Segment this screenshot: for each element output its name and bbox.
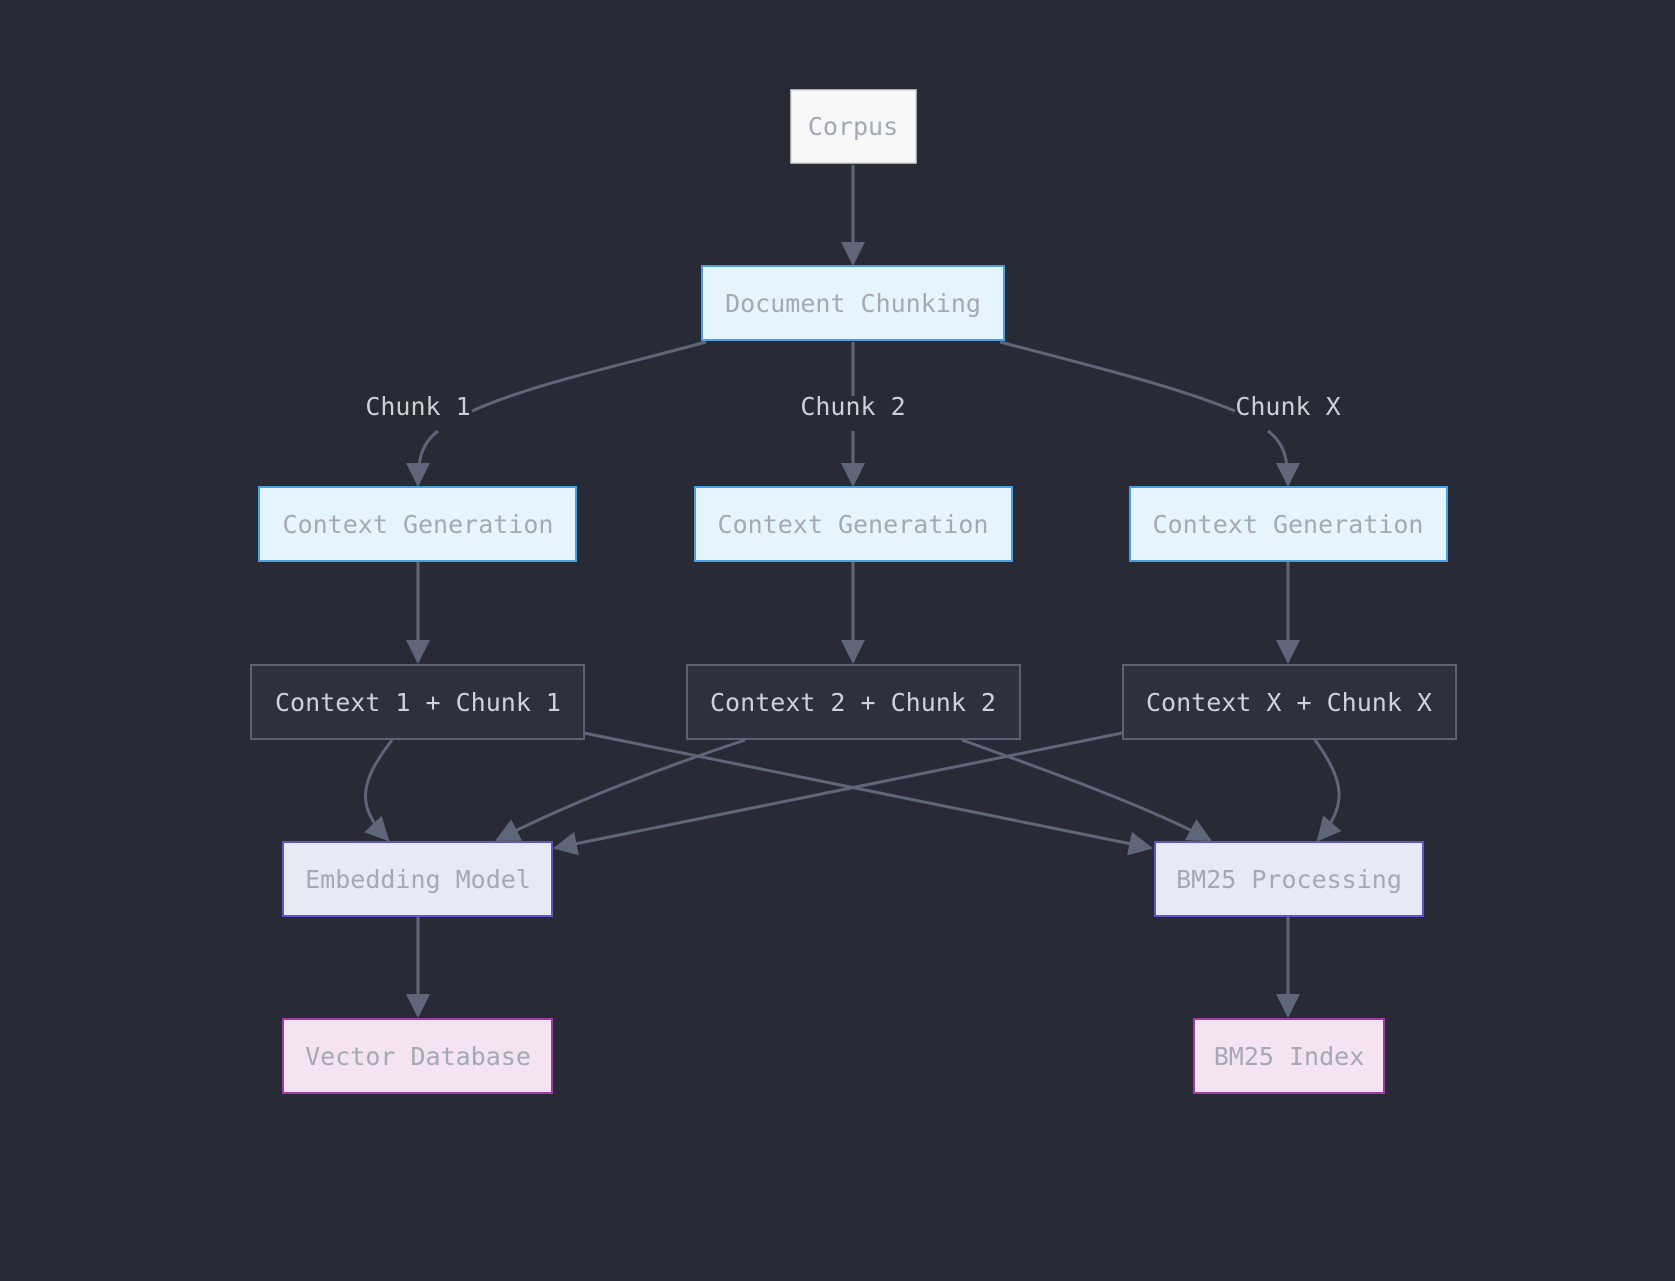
- node-label: Vector Database: [305, 1042, 531, 1071]
- edge-cc1-to-embedding: [364, 739, 394, 842]
- node-label: Context Generation: [1153, 510, 1424, 539]
- node-box: [282, 841, 553, 917]
- edge-label-chunk-x: Chunk X: [1235, 392, 1340, 421]
- edge-ccx-to-embedding: [553, 731, 1123, 856]
- edge-chunking-to-chunk1-label: [471, 340, 707, 413]
- node-label: Context 1 + Chunk 1: [275, 688, 561, 717]
- node-box: [282, 1018, 553, 1094]
- node-context-generation-1[interactable]: Context Generation: [258, 486, 577, 562]
- edge-labels: Chunk 1 Chunk 2 Chunk X: [365, 392, 1340, 421]
- edge-chunk1-label-to-ctxgen1: [406, 429, 439, 487]
- node-label: Context Generation: [283, 510, 554, 539]
- edge-cc2-to-bm25proc: [961, 738, 1212, 842]
- node-box: [1129, 486, 1448, 562]
- node-context-2-chunk-2[interactable]: Context 2 + Chunk 2: [686, 664, 1021, 740]
- node-label: Document Chunking: [725, 289, 981, 318]
- node-box: [790, 89, 917, 164]
- edge-label-chunk-2: Chunk 2: [800, 392, 905, 421]
- node-embedding-model[interactable]: Embedding Model: [282, 841, 553, 917]
- node-bm25-processing[interactable]: BM25 Processing: [1154, 841, 1424, 917]
- edge-cc2-to-embedding: [495, 738, 746, 842]
- node-label: Embedding Model: [305, 865, 531, 894]
- node-box: [258, 486, 577, 562]
- node-box: [686, 664, 1021, 740]
- node-bm25-index[interactable]: BM25 Index: [1193, 1018, 1385, 1094]
- node-context-1-chunk-1[interactable]: Context 1 + Chunk 1: [250, 664, 585, 740]
- node-box: [701, 265, 1005, 341]
- edge-chunkx-label-to-ctxgenx: [1267, 429, 1300, 487]
- edge-ccx-to-bm25proc: [1313, 739, 1342, 842]
- node-label: Context X + Chunk X: [1146, 688, 1432, 717]
- node-context-generation-x[interactable]: Context Generation: [1129, 486, 1448, 562]
- node-document-chunking[interactable]: Document Chunking: [701, 265, 1005, 341]
- node-box: [1154, 841, 1424, 917]
- node-box: [694, 486, 1013, 562]
- edges: [364, 165, 1342, 1018]
- edge-cc1-to-bm25proc: [583, 731, 1153, 856]
- node-box: [250, 664, 585, 740]
- node-label: Corpus: [808, 112, 898, 141]
- node-vector-database[interactable]: Vector Database: [282, 1018, 553, 1094]
- node-label: Context 2 + Chunk 2: [710, 688, 996, 717]
- node-label: Context Generation: [718, 510, 989, 539]
- node-box: [1122, 664, 1457, 740]
- node-label: BM25 Processing: [1176, 865, 1402, 894]
- node-corpus[interactable]: Corpus: [790, 89, 917, 164]
- node-context-x-chunk-x[interactable]: Context X + Chunk X: [1122, 664, 1457, 740]
- node-box: [1193, 1018, 1385, 1094]
- edge-label-chunk-1: Chunk 1: [365, 392, 470, 421]
- edge-chunking-to-chunkx-label: [999, 340, 1236, 413]
- node-context-generation-2[interactable]: Context Generation: [694, 486, 1013, 562]
- node-label: BM25 Index: [1214, 1042, 1365, 1071]
